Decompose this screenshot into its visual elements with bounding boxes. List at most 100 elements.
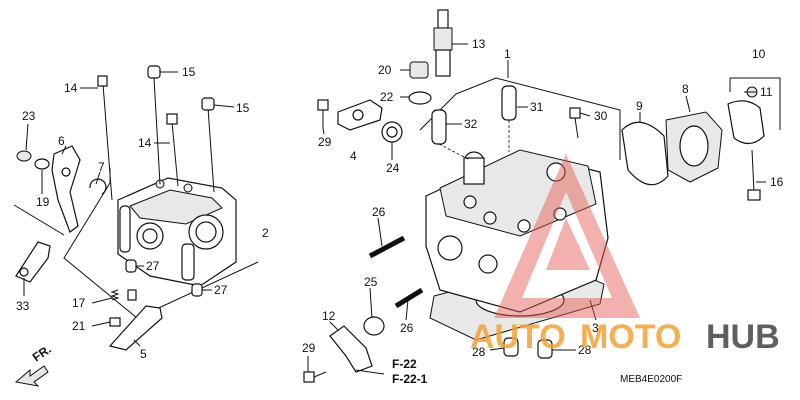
seal-22 <box>408 91 432 105</box>
callout-9: 9 <box>636 99 643 113</box>
head-bolt-hole-4 <box>463 195 477 209</box>
callout-12: 12 <box>322 309 336 323</box>
head-side-port <box>437 235 463 261</box>
nut-23 <box>16 150 32 162</box>
stud-26-a <box>368 235 406 259</box>
callout-5: 5 <box>140 347 147 361</box>
leader-5 <box>133 339 141 347</box>
rocker-arm-33 <box>15 241 51 283</box>
callout-11: 11 <box>760 85 773 99</box>
bolt-15-shaft-a <box>153 77 161 185</box>
leader-25 <box>369 287 373 319</box>
plate-4-hole <box>352 109 364 121</box>
leader-26a <box>377 217 383 247</box>
callout-30: 30 <box>594 109 608 123</box>
callout-10: 10 <box>752 47 766 61</box>
front-direction-indicator: FR. <box>14 342 54 387</box>
diagram-code: MEB4E0200F <box>620 374 682 385</box>
cylinder-head-assembly <box>303 9 621 383</box>
watermark-hub: HUB <box>706 318 780 356</box>
spark-plug-insulator <box>433 27 453 51</box>
callout-19: 19 <box>36 195 50 209</box>
callout-31: 31 <box>530 100 544 114</box>
bolt-30-head <box>569 107 581 119</box>
callout-14b: 14 <box>138 136 152 150</box>
leader-23 <box>25 123 29 151</box>
callout-21: 21 <box>72 319 86 333</box>
reference-f22-1: F-22-1 <box>392 372 428 386</box>
callout-7: 7 <box>98 160 105 174</box>
leader-lines <box>23 43 766 372</box>
callout-16: 16 <box>770 175 784 189</box>
bolt-29b-head <box>303 371 315 383</box>
rocker-arm-6 <box>51 145 81 233</box>
joint-12-ref-line <box>355 369 385 375</box>
bolt-14-shaft-a <box>102 83 113 201</box>
bolt-29-head <box>317 99 329 111</box>
head-bolt-hole-2 <box>517 219 531 233</box>
head-side-boss <box>478 254 498 274</box>
dowel-27-b <box>191 283 203 297</box>
bolt-14-shaft-b <box>171 121 179 187</box>
callout-27b: 27 <box>214 283 228 297</box>
callout-26a: 26 <box>372 205 386 219</box>
head-frame-top <box>455 77 621 160</box>
bolt-14-head-b <box>166 113 178 125</box>
clamp-10 <box>727 100 765 145</box>
holder-bolt-boss-2 <box>183 183 193 193</box>
intake-frame-line <box>730 77 781 130</box>
gear-24-hub <box>386 126 398 138</box>
bolt-14-head-a <box>97 75 108 87</box>
leader-17 <box>91 297 113 304</box>
bolt-16-shank <box>751 149 755 193</box>
holder-post-center <box>181 243 195 281</box>
leader-21 <box>91 321 111 327</box>
callout-29b: 29 <box>302 341 316 355</box>
arm-bolt <box>127 289 137 301</box>
callout-14a: 14 <box>64 81 78 95</box>
leader-28a <box>489 347 505 351</box>
callout-20: 20 <box>378 63 392 77</box>
bolt-16-head <box>747 189 761 201</box>
stud-26-b <box>394 287 424 309</box>
o-ring-25 <box>363 316 385 336</box>
leader-26b <box>405 299 409 321</box>
callout-4: 4 <box>350 149 357 163</box>
band-9 <box>621 121 669 186</box>
intake-assembly <box>621 77 781 201</box>
head-bolt-hole-3 <box>553 207 567 221</box>
leader-15b <box>213 104 235 108</box>
leader-6 <box>61 145 67 155</box>
holder-bore-right-inner <box>195 221 217 243</box>
spark-plug-body <box>435 49 451 77</box>
callout-2: 2 <box>262 226 269 240</box>
dowel-28-a <box>503 337 519 357</box>
bolt-15-shaft-b <box>207 107 215 193</box>
head-bolt-hole-1 <box>483 211 497 225</box>
spark-plug-terminal <box>437 9 449 29</box>
callout-27a: 27 <box>146 259 160 273</box>
dowel-28-b <box>537 339 553 359</box>
callout-6: 6 <box>58 134 65 148</box>
insulator-bore <box>679 125 709 167</box>
bolt-30-shank <box>574 117 579 139</box>
callout-3: 3 <box>592 321 599 335</box>
leader-3 <box>589 299 597 321</box>
callout-26b: 26 <box>400 321 414 335</box>
cam-journal-right <box>546 162 566 182</box>
callout-15a: 15 <box>182 65 196 79</box>
callout-22: 22 <box>380 90 394 104</box>
callout-28b: 28 <box>578 343 592 357</box>
pin-21 <box>109 317 121 327</box>
valve-guide-32 <box>431 109 447 145</box>
callout-8: 8 <box>682 82 689 96</box>
watermark-auto: AUTO <box>470 318 566 356</box>
callout-24: 24 <box>386 161 400 175</box>
bolt-29b-shank <box>313 371 327 378</box>
clip-7 <box>89 178 107 195</box>
washer-19 <box>34 158 50 170</box>
bolt-15-head-b <box>201 97 215 111</box>
spring-17 <box>110 289 120 301</box>
leader-30 <box>579 112 591 117</box>
